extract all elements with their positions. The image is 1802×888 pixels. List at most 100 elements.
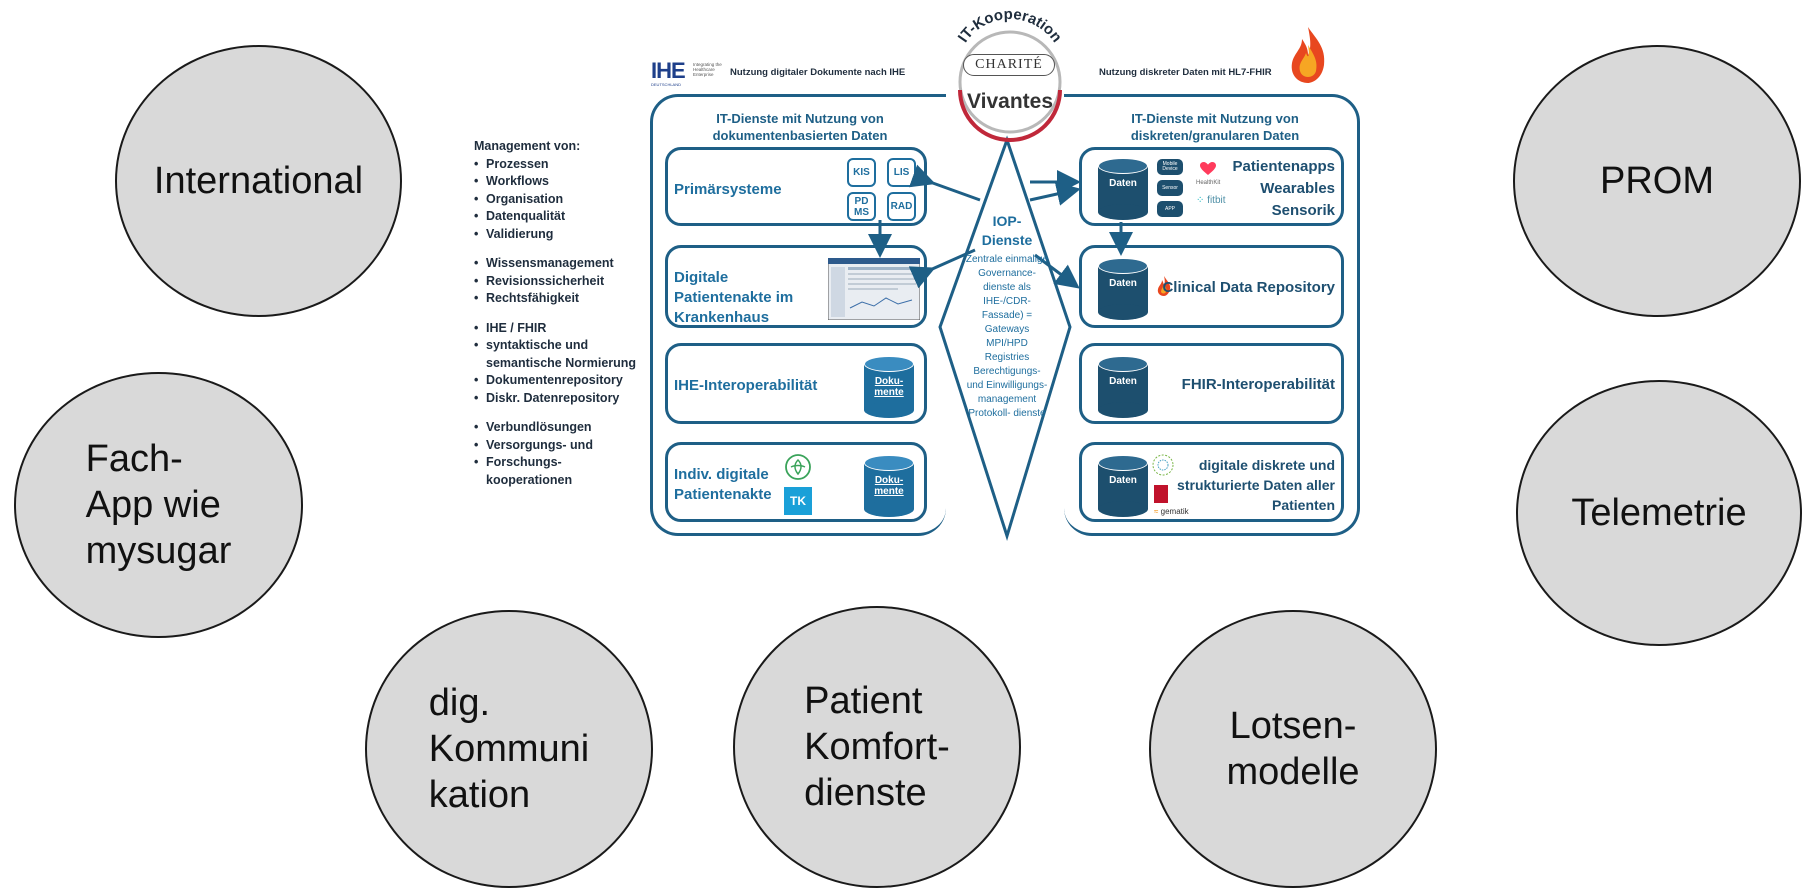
rad-box: RAD [887,192,916,221]
management-item: Validierung [474,226,644,244]
circle-dig-kommunikation-label: dig. Kommuni kation [428,682,590,816]
gematik-text: gematik [1160,507,1189,516]
management-item: Forschungs- kooperationen [474,454,594,489]
ihe-logo-sub: DEUTSCHLAND [651,82,682,87]
circle-telemetrie: Telemetrie [1516,380,1802,646]
indiv-patientenakte-label: Indiv. digitale Patientenakte [674,466,772,503]
iop-text: Zentrale einmalige Governance- dienste a… [965,254,1049,419]
circle-telemetrie-label: Telemetrie [1571,492,1747,534]
screenshot-thumbnail-icon [828,258,920,320]
circle-lotsenmodelle-label: Lotsen- modelle [1226,705,1360,793]
dokumente-cylinder-icon: Doku- mente [864,455,914,517]
patientenapps-box: Daten Mobile Device Sensor APP HealthKit… [1079,147,1344,226]
circle-fach-app: Fach- App wie mysugar [14,372,303,638]
fitbit-dots-icon: ⁘ [1196,195,1205,206]
left-panel-title: IT-Dienste mit Nutzung von dokumentenbas… [712,111,888,143]
kis-box: KIS [847,158,876,187]
circle-lotsenmodelle: Lotsen- modelle [1149,610,1437,888]
charite-logo: CHARITÉ [963,54,1055,76]
tk-logo-icon: TK [784,487,812,515]
management-item: Revisionssicherheit [474,273,644,291]
management-item: Workflows [474,173,644,191]
management-item: Prozessen [474,156,644,174]
circle-prom: PROM [1513,45,1801,317]
diskrete-daten-label: digitale diskrete und strukturierte Date… [1177,457,1335,513]
clinical-data-repository-box: Daten Clinical Data Repository [1079,245,1344,328]
management-item: Datenqualität [474,208,644,226]
daten-label: Daten [1109,475,1137,486]
right-panel-header: Nutzung diskreter Daten mit HL7-FHIR [1099,67,1272,78]
management-group-4: Verbundlösungen Versorgungs- und Forschu… [474,419,594,489]
daten-label: Daten [1109,376,1137,387]
management-item: Rechtsfähigkeit [474,290,644,308]
management-item: syntaktische und semantische Normierung [474,337,644,372]
ihe-logo: IHE DEUTSCHLAND [651,60,691,88]
circle-patient-komfortdienste: Patient Komfort- dienste [733,606,1021,888]
dokumente-label: Doku- mente [874,475,904,497]
management-item: Dokumentenrepository [474,372,644,390]
daten-cylinder-icon: Daten [1098,258,1148,320]
flame-icon [1291,27,1325,83]
clinical-data-repository-label: Clinical Data Repository [1162,279,1335,296]
daten-label: Daten [1109,278,1137,289]
circle-prom-label: PROM [1600,160,1714,202]
vivantes-logo: Vivantes [967,90,1053,113]
ihe-tagline: Integrating the Healthcare Enterprise [693,62,722,77]
fitbit-text: fitbit [1207,195,1226,206]
management-item: Diskr. Datenrepository [474,390,644,408]
management-item: Organisation [474,191,644,209]
management-item: Versorgungs- und [474,437,594,455]
management-item: IHE / FHIR [474,320,644,338]
ihe-interoperabilitaet-label: IHE-Interoperabilität [674,377,818,394]
aok-logo-icon [785,454,811,480]
gematik-icon: ≈ [1154,507,1159,516]
circle-patient-komfortdienste-label: Patient Komfort- dienste [804,680,950,814]
ihe-logo-text: IHE [651,58,686,83]
circle-dig-kommunikation: dig. Kommuni kation [365,610,653,888]
management-group-3: IHE / FHIR syntaktische und semantische … [474,320,644,408]
arrow-iop-to-cdr [1034,253,1080,289]
ihe-interoperabilitaet-box: IHE-Interoperabilität Doku- mente [665,343,927,424]
management-heading: Management von: [474,139,581,153]
primaersysteme-label: Primärsysteme [674,181,782,198]
charite-text: CHARITÉ [975,57,1043,72]
arrow-iop-to-apps-2 [1029,182,1081,206]
management-group-2: Wissensmanagement Revisionssicherheit Re… [474,255,644,308]
circle-international: International [115,45,402,317]
medizininformatik-logo-icon [1152,454,1174,476]
arrow-primaer-to-iop [908,164,981,202]
epa-krankenhaus-label: Digitale Patientenakte im Krankenhaus [674,269,794,326]
diskrete-daten-box: Daten ≈ gematik digitale diskrete und st… [1079,442,1344,522]
left-panel-header: Nutzung digitaler Dokumente nach IHE [730,67,906,78]
dokumente-cylinder-icon: Doku- mente [864,356,914,418]
management-list: Management von: Prozessen Workflows Orga… [474,138,644,489]
pdms-box: PD MS [847,192,876,221]
app-box: APP [1157,201,1183,217]
dokumente-label: Doku- mente [874,376,904,398]
sensor-box: Sensor [1157,180,1183,196]
right-panel-title: IT-Dienste mit Nutzung von diskreten/gra… [1130,111,1300,143]
red-logo-icon [1154,485,1168,503]
flame-small-icon [1157,276,1171,296]
patientenapps-label: Patientenapps Wearables Sensorik [1232,158,1335,219]
daten-cylinder-icon: Daten [1098,356,1148,418]
circle-international-label: International [153,160,364,202]
arrow-epa-to-iop [908,248,976,289]
healthkit-label: HealthKit [1196,180,1221,186]
management-item: Verbundlösungen [474,419,594,437]
daten-cylinder-icon: Daten [1098,455,1148,517]
management-group-1: Prozessen Workflows Organisation Datenqu… [474,156,644,244]
iop-title: IOP- Dienste [981,213,1033,248]
daten-label: Daten [1109,178,1137,189]
circle-fach-app-label: Fach- App wie mysugar [85,438,232,572]
epa-krankenhaus-box: Digitale Patientenakte im Krankenhaus [665,245,927,328]
fhir-interoperabilitaet-box: Daten FHIR-Interoperabilität [1079,343,1344,424]
mobile-device-box: Mobile Device [1157,159,1183,175]
primaersysteme-box: Primärsysteme KIS LIS PD MS RAD [665,147,927,226]
tk-logo-text: TK [790,494,806,508]
management-item: Wissensmanagement [474,255,644,273]
fhir-interoperabilitaet-label: FHIR-Interoperabilität [1181,376,1335,393]
daten-cylinder-icon: Daten [1098,158,1148,220]
gematik-logo: ≈ gematik [1154,507,1189,516]
